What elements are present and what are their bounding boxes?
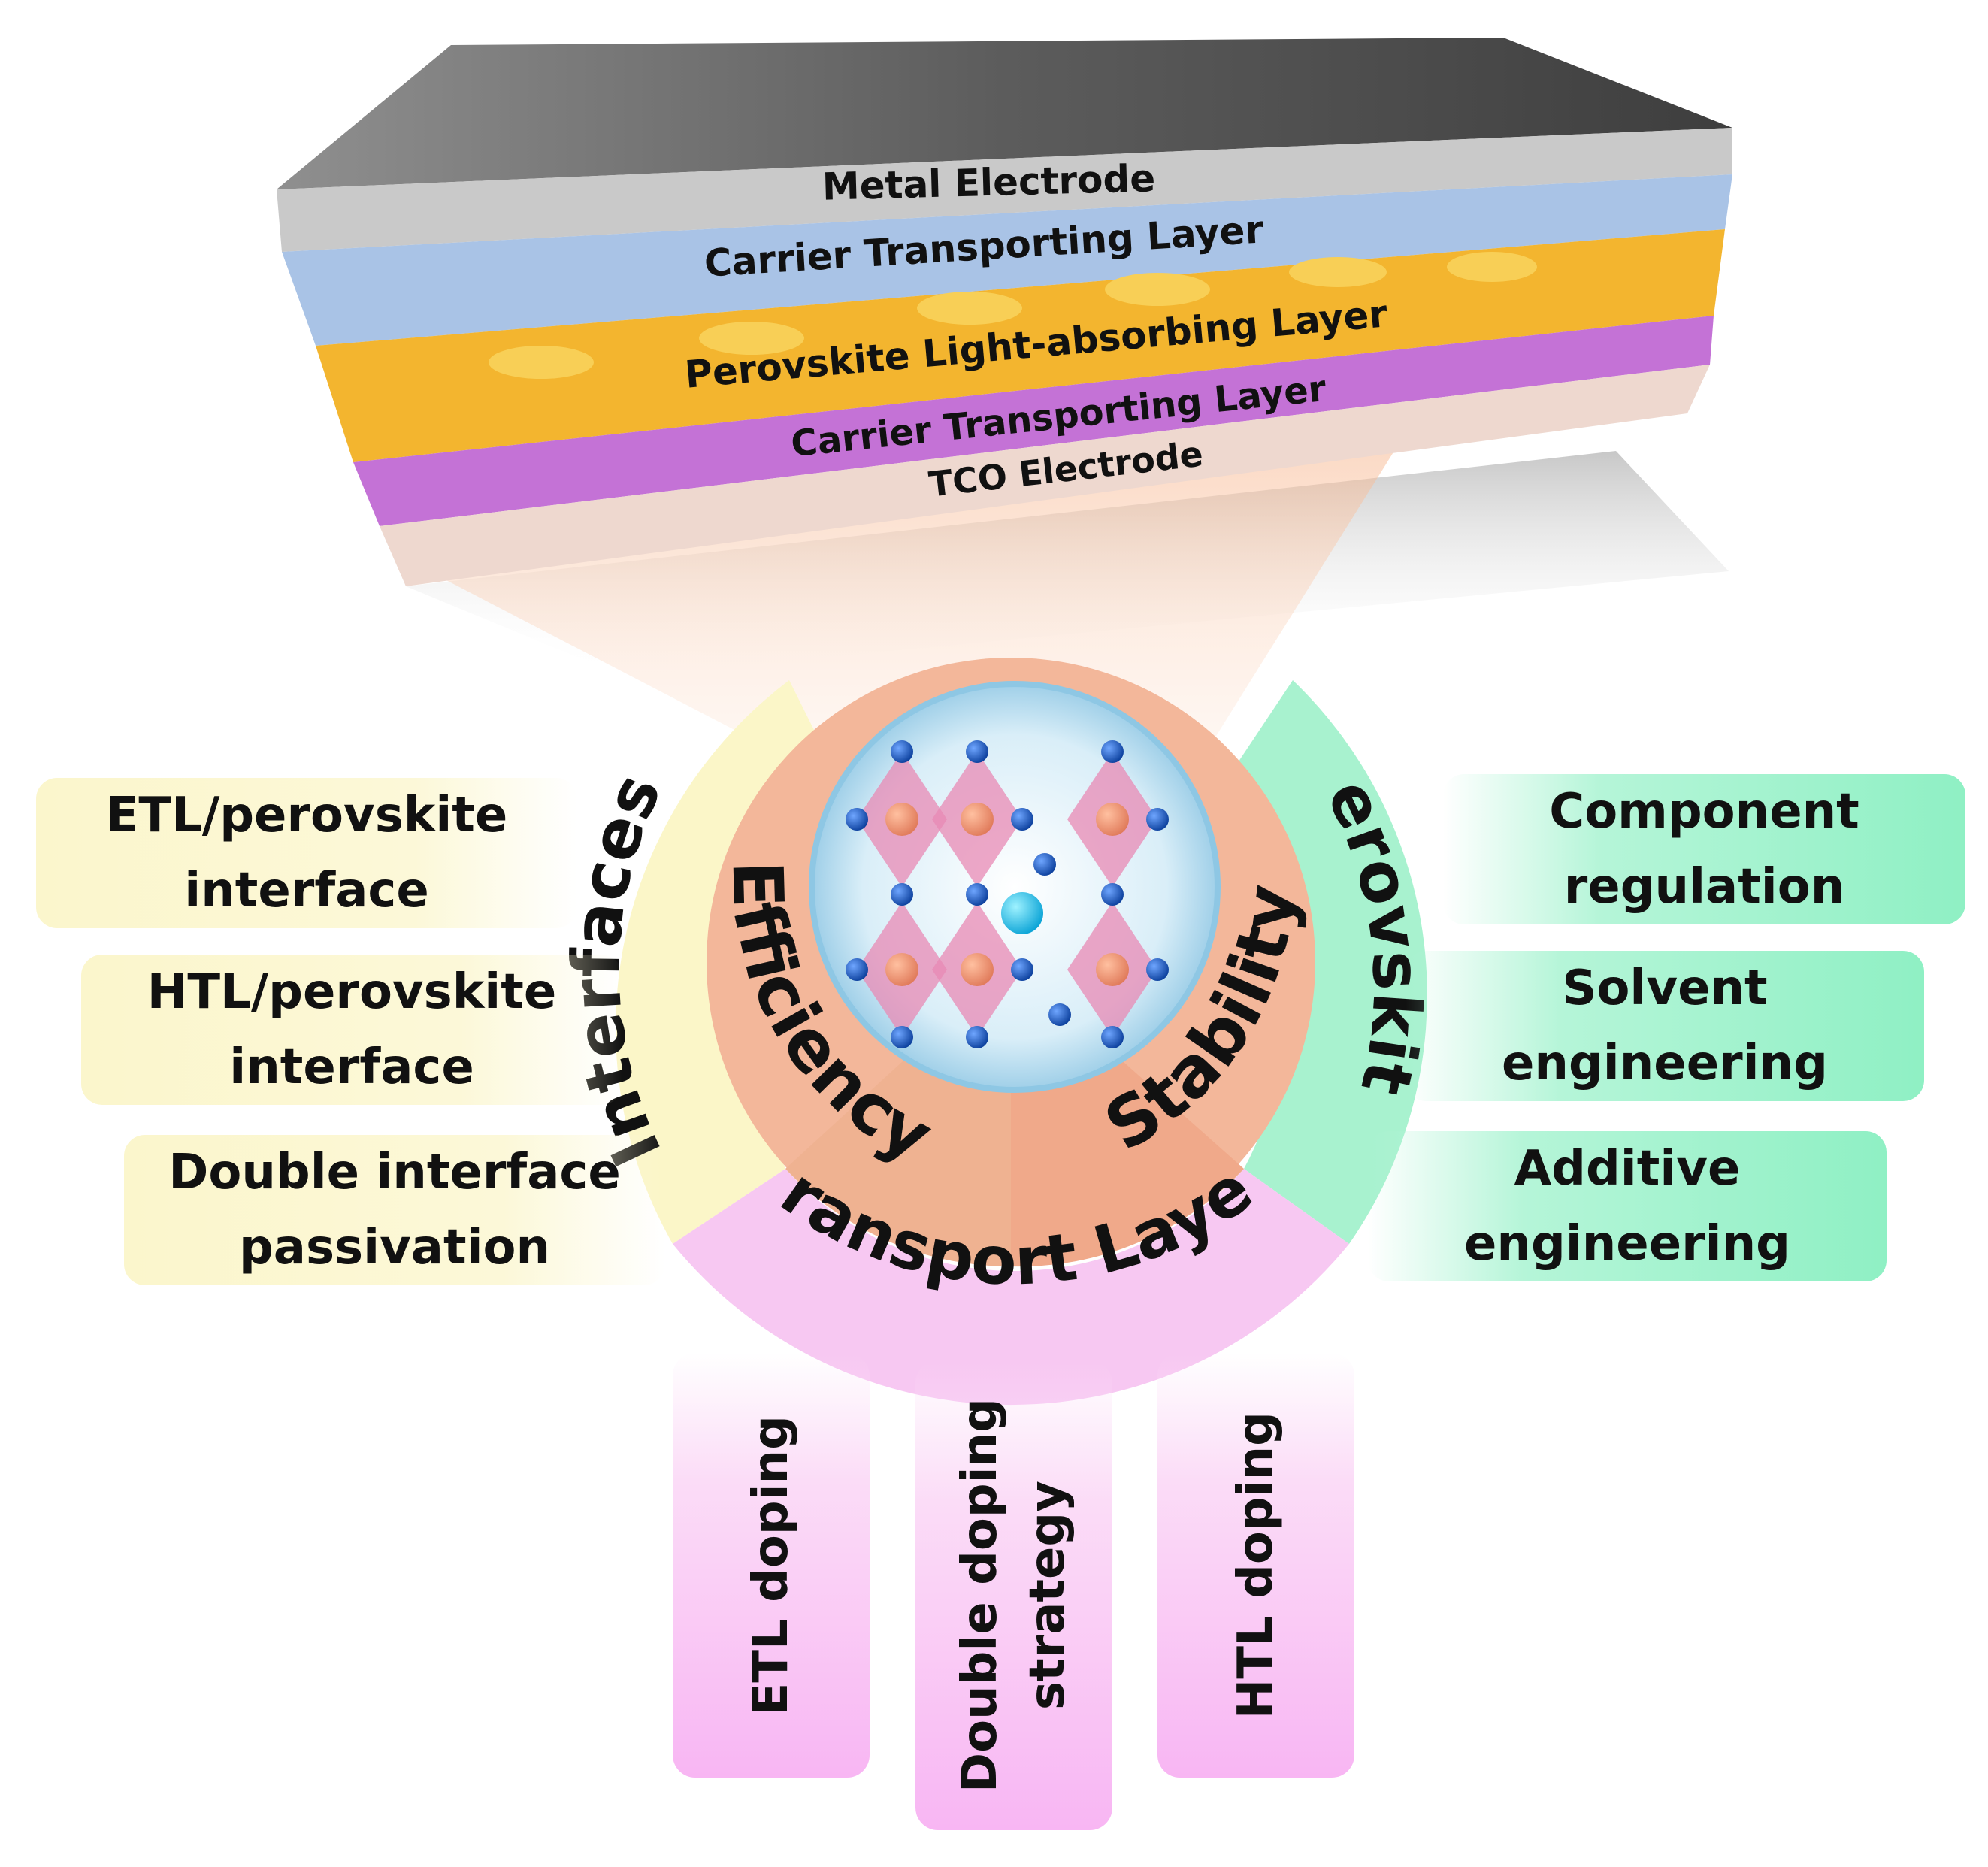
x-site-atom [1033, 853, 1056, 876]
light-beam [443, 421, 1413, 782]
perovskite-box-additive: Additive engineering [1368, 1131, 1887, 1281]
x-site-atom [891, 740, 913, 763]
x-site-atom [891, 1026, 913, 1048]
b-site-atom [885, 803, 918, 836]
device-stack: Metal Electrode Carrier Transporting Lay… [277, 38, 1732, 586]
layer-tco [380, 365, 1710, 586]
box-line: HTL doping [1228, 1411, 1284, 1720]
box-line: ETL/perovskite [105, 788, 508, 843]
box-line: Additive [1514, 1141, 1741, 1197]
x-site-atom [966, 1026, 988, 1048]
box-line: Double interface [168, 1145, 621, 1200]
layer-ctl-top [282, 174, 1732, 346]
box-line: engineering [1464, 1216, 1790, 1272]
b-site-atom [1096, 953, 1129, 986]
box-line: interface [184, 863, 429, 918]
x-site-atom [1011, 958, 1033, 981]
box-line: Double doping [952, 1398, 1008, 1793]
box-line: engineering [1502, 1036, 1828, 1091]
layer-metal [277, 128, 1732, 252]
x-site-atom [1101, 740, 1124, 763]
box-line: ETL doping [743, 1415, 799, 1716]
grain [1105, 273, 1210, 306]
interfaces-box-double: Double interface passivation [124, 1135, 665, 1285]
layer-ctl-bottom [353, 316, 1714, 526]
box-line: passivation [238, 1220, 551, 1275]
x-site-atom [846, 808, 868, 831]
top-face [277, 38, 1732, 189]
box-line: Component [1549, 784, 1859, 840]
box-line: Solvent [1562, 961, 1768, 1016]
b-site-atom [885, 953, 918, 986]
interfaces-box-etl: ETL/perovskite interface [36, 778, 577, 928]
grain [917, 292, 1022, 325]
b-site-atom [961, 953, 994, 986]
box-line: regulation [1563, 859, 1845, 915]
crystal-globe [809, 681, 1221, 1093]
a-site-cation [1001, 892, 1043, 934]
grain [489, 346, 594, 379]
transport-box-double-doping: Double doping strategy [915, 1360, 1112, 1830]
x-site-atom [1101, 883, 1124, 906]
grain [1289, 257, 1387, 287]
x-site-atom [966, 883, 988, 906]
box-line: HTL/perovskite [147, 964, 557, 1020]
interfaces-box-htl: HTL/perovskite interface [81, 955, 622, 1105]
x-site-atom [1048, 1003, 1071, 1026]
grain [699, 322, 804, 355]
x-site-atom [846, 958, 868, 981]
perovskite-crystal-structure [846, 740, 1169, 1048]
x-site-atom [891, 883, 913, 906]
x-site-atom [1101, 1026, 1124, 1048]
grain [1447, 252, 1537, 282]
b-site-atom [961, 803, 994, 836]
label-metal-electrode: Metal Electrode [822, 156, 1156, 209]
x-site-atom [1011, 808, 1033, 831]
x-site-atom [1146, 808, 1169, 831]
layer-perovskite [316, 229, 1725, 462]
box-line: interface [229, 1039, 474, 1095]
x-site-atom [1146, 958, 1169, 981]
b-site-atom [1096, 803, 1129, 836]
transport-box-htl-doping: HTL doping [1157, 1353, 1354, 1778]
ring-transport [673, 1169, 1349, 1406]
box-line: strategy [1020, 1481, 1076, 1710]
x-site-atom [966, 740, 988, 763]
perovskite-box-component: Component regulation [1443, 774, 1965, 924]
perovskite-box-solvent: Solvent engineering [1406, 951, 1924, 1101]
transport-box-etl-doping: ETL doping [673, 1353, 870, 1778]
